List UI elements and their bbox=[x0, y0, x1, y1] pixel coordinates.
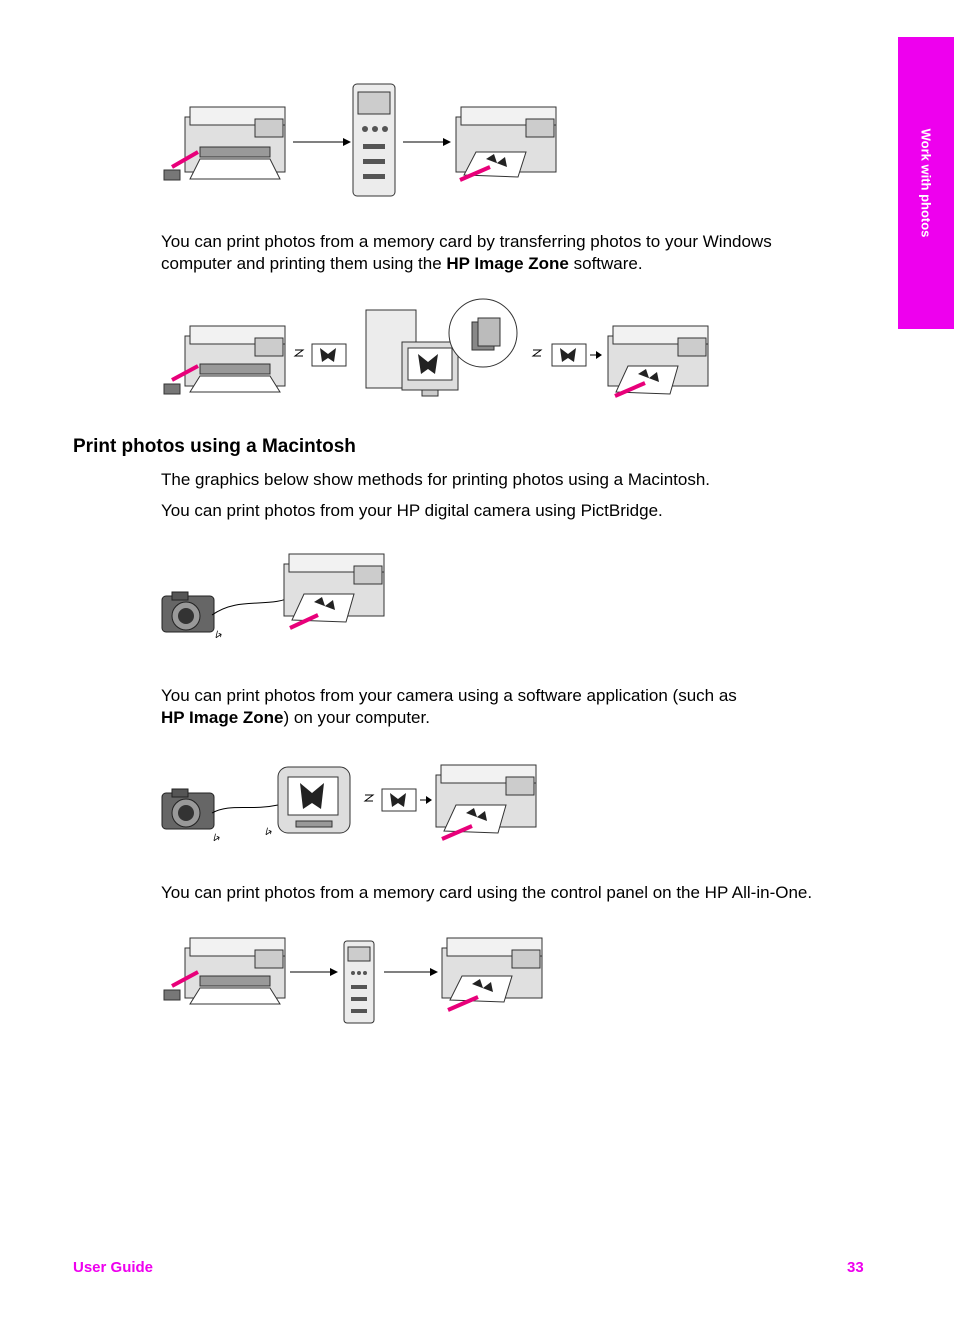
usb-icon: ⭟ bbox=[213, 829, 220, 845]
computer-icon bbox=[365, 309, 459, 397]
printer-icon bbox=[435, 764, 537, 834]
cable-icon bbox=[211, 594, 296, 616]
paragraph-memory-card: You can print photos from a memory card … bbox=[161, 883, 813, 902]
usb-icon: ⭟ bbox=[215, 626, 222, 642]
printer-icon bbox=[184, 937, 286, 1005]
paragraph-text: You can print photos from a memory card … bbox=[161, 232, 772, 273]
paragraph-text: ) on your computer. bbox=[283, 708, 430, 727]
printer-icon bbox=[184, 325, 286, 393]
control-panel-icon bbox=[352, 83, 396, 197]
transfer-icon bbox=[293, 349, 305, 357]
cable-icon bbox=[211, 804, 279, 814]
transfer-icon bbox=[531, 349, 543, 357]
side-tab: Work with photos bbox=[898, 37, 954, 329]
printer-icon bbox=[283, 553, 385, 623]
paragraph-text: software. bbox=[568, 254, 643, 273]
figure-pictbridge: ⭟ bbox=[161, 553, 385, 642]
camera-icon bbox=[161, 591, 215, 633]
section-heading: Print photos using a Macintosh bbox=[73, 436, 356, 457]
camera-icon bbox=[161, 788, 215, 830]
footer-title: User Guide bbox=[73, 1259, 154, 1276]
usb-icon: ⭟ bbox=[265, 823, 272, 839]
printer-icon bbox=[455, 106, 557, 178]
computer-icon bbox=[277, 766, 351, 834]
memory-card-icon bbox=[163, 169, 181, 181]
product-name: HP Image Zone bbox=[446, 254, 569, 273]
memory-card-icon bbox=[163, 383, 181, 395]
figure-memory-card-control-panel-1 bbox=[163, 83, 557, 197]
memory-card-icon bbox=[163, 989, 181, 1001]
paragraph-intro: The graphics below show methods for prin… bbox=[161, 470, 711, 489]
paragraph-pictbridge: You can print photos from your HP digita… bbox=[161, 501, 663, 520]
page-number: 33 bbox=[847, 1259, 864, 1276]
transfer-icon bbox=[363, 794, 375, 802]
product-name: HP Image Zone bbox=[161, 708, 284, 727]
figure-memory-card-control-panel-2 bbox=[163, 937, 543, 1024]
paragraph-text: You can print photos from your camera us… bbox=[161, 686, 737, 705]
side-tab-label: Work with photos bbox=[918, 128, 934, 238]
figure-memory-card-computer bbox=[163, 298, 709, 398]
printer-icon bbox=[441, 937, 543, 1003]
figure-camera-mac: ⭟ ⭟ bbox=[161, 764, 537, 845]
printer-icon bbox=[607, 325, 709, 395]
printer-icon bbox=[184, 106, 286, 180]
paragraph-camera-software: You can print photos from your camera us… bbox=[161, 685, 841, 729]
paragraph-windows: You can print photos from a memory card … bbox=[161, 231, 841, 275]
control-panel-icon bbox=[343, 940, 375, 1024]
